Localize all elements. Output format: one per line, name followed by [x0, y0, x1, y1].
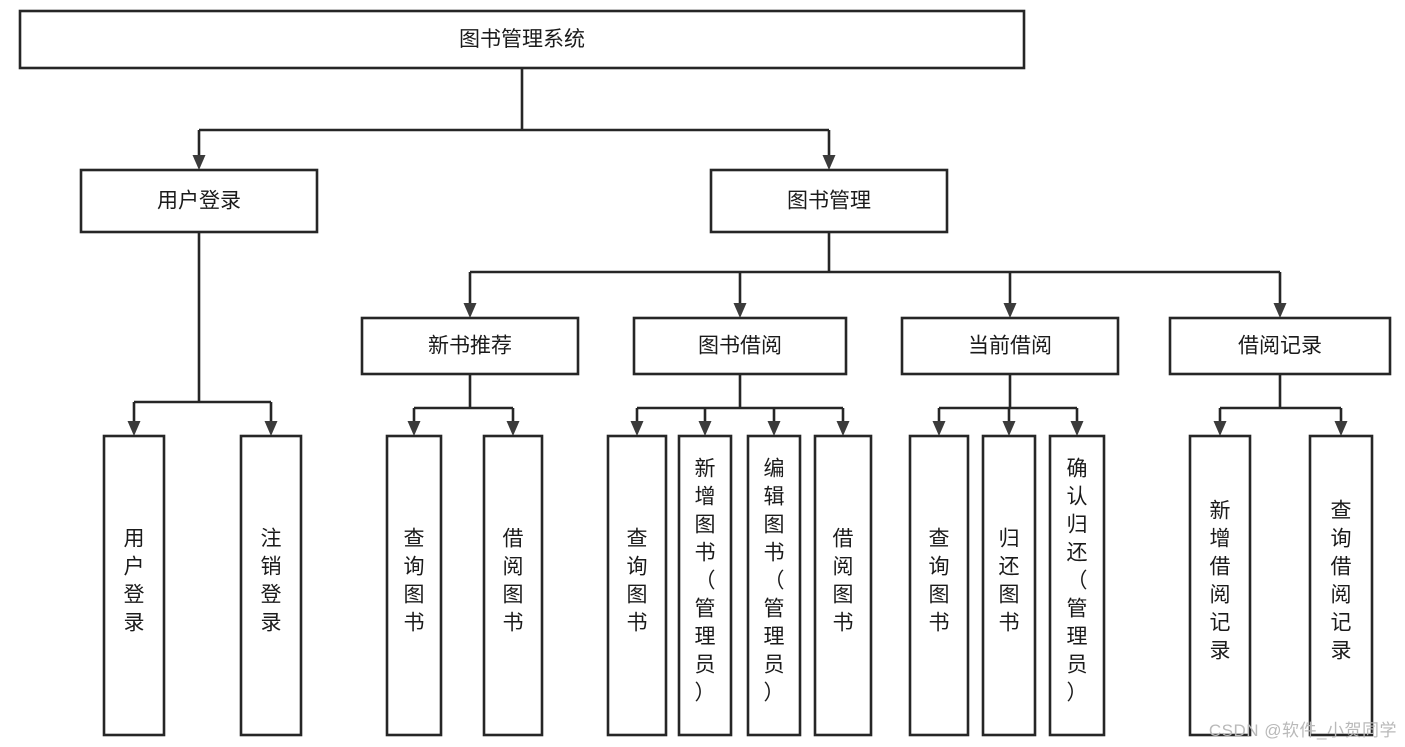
node-user-login-label: 用户登录: [157, 190, 241, 213]
node-root-label: 图书管理系统: [459, 28, 585, 51]
node-leaf-user-login-rect: [102, 434, 166, 737]
leaf-arrow-book-borrow-1-arrowhead: [698, 421, 712, 436]
node-leaf-edit-book-label: 编辑图书（管理员）: [764, 458, 785, 705]
leaf-arrow-current-borrow-0-arrowhead: [932, 421, 946, 436]
node-current-borrow-rect: [900, 316, 1120, 376]
leaf-arrow-user-login-0-arrowhead: [127, 421, 141, 436]
node-leaf-return-book-rect: [981, 434, 1037, 737]
node-leaf-add-record-rect: [1188, 434, 1252, 737]
node-leaf-borrow-book-2[interactable]: 借阅图书: [813, 434, 873, 737]
node-leaf-logout-login[interactable]: 注销登录: [239, 434, 303, 737]
leaf-arrow-book-borrow-2-arrowhead: [767, 421, 781, 436]
node-leaf-query-book-3-rect: [908, 434, 970, 737]
leaf-arrow-user-login-1-arrowhead: [264, 421, 278, 436]
node-leaf-logout-login-label: 注销登录: [261, 528, 282, 635]
node-current-borrow-label: 当前借阅: [968, 335, 1052, 358]
connector-layer: [127, 68, 1348, 436]
bm-to-l3-1-arrowhead: [733, 303, 747, 318]
node-leaf-query-book-2[interactable]: 查询图书: [606, 434, 668, 737]
leaf-arrow-new-book-recommend-0-arrowhead: [407, 421, 421, 436]
watermark-text: CSDN @软件_小贺同学: [1208, 721, 1397, 740]
node-new-book-recommend-label: 新书推荐: [428, 335, 512, 358]
node-leaf-edit-book[interactable]: 编辑图书（管理员）: [746, 434, 802, 737]
bm-to-l3-3-arrowhead: [1273, 303, 1287, 318]
bm-to-l3-0-arrowhead: [463, 303, 477, 318]
node-leaf-user-login-label: 用户登录: [124, 528, 145, 635]
leaf-arrow-borrow-record-0-arrowhead: [1213, 421, 1227, 436]
node-leaf-query-book-3-label: 查询图书: [929, 528, 950, 635]
node-book-management-rect: [709, 168, 949, 234]
leaf-arrow-current-borrow-2-arrowhead: [1070, 421, 1084, 436]
node-borrow-record-rect: [1168, 316, 1392, 376]
node-leaf-add-book-rect: [677, 434, 733, 737]
node-leaf-add-record-label: 新增借阅记录: [1210, 500, 1231, 663]
node-book-management-label: 图书管理: [787, 190, 871, 213]
leaf-arrow-book-borrow-3-arrowhead: [836, 421, 850, 436]
node-leaf-borrow-book-2-rect: [813, 434, 873, 737]
leaf-arrow-borrow-record-1-arrowhead: [1334, 421, 1348, 436]
node-new-book-recommend[interactable]: 新书推荐: [360, 316, 580, 376]
node-leaf-return-book-label: 归还图书: [999, 528, 1020, 635]
node-leaf-add-book-label: 新增图书（管理员）: [695, 458, 716, 705]
node-leaf-borrow-book-2-label: 借阅图书: [833, 528, 854, 635]
node-user-login[interactable]: 用户登录: [79, 168, 319, 234]
node-borrow-record-label: 借阅记录: [1238, 335, 1322, 358]
node-leaf-query-book-1-rect: [385, 434, 443, 737]
node-leaf-query-book-2-label: 查询图书: [627, 528, 648, 635]
node-leaf-user-login[interactable]: 用户登录: [102, 434, 166, 737]
node-new-book-recommend-rect: [360, 316, 580, 376]
node-book-borrow-label: 图书借阅: [698, 335, 782, 358]
node-leaf-edit-book-rect: [746, 434, 802, 737]
leaf-arrow-current-borrow-1-arrowhead: [1002, 421, 1016, 436]
node-leaf-query-record[interactable]: 查询借阅记录: [1308, 434, 1374, 737]
node-borrow-record[interactable]: 借阅记录: [1168, 316, 1392, 376]
root-to-l2-0-arrowhead: [192, 155, 206, 170]
node-leaf-add-book[interactable]: 新增图书（管理员）: [677, 434, 733, 737]
node-leaf-confirm-return-rect: [1048, 434, 1106, 737]
node-leaf-add-record[interactable]: 新增借阅记录: [1188, 434, 1252, 737]
node-book-borrow-rect: [632, 316, 848, 376]
leaf-arrow-new-book-recommend-1-arrowhead: [506, 421, 520, 436]
node-leaf-return-book[interactable]: 归还图书: [981, 434, 1037, 737]
node-book-management[interactable]: 图书管理: [709, 168, 949, 234]
node-leaf-confirm-return-label: 确认归还（管理员）: [1067, 458, 1088, 705]
leaf-arrow-book-borrow-0-arrowhead: [630, 421, 644, 436]
node-leaf-query-record-label: 查询借阅记录: [1331, 500, 1352, 663]
node-leaf-borrow-book-1[interactable]: 借阅图书: [482, 434, 544, 737]
node-current-borrow[interactable]: 当前借阅: [900, 316, 1120, 376]
node-leaf-query-book-1-label: 查询图书: [404, 528, 425, 635]
node-leaf-confirm-return[interactable]: 确认归还（管理员）: [1048, 434, 1106, 737]
root-to-l2-1-arrowhead: [822, 155, 836, 170]
node-leaf-query-book-3[interactable]: 查询图书: [908, 434, 970, 737]
node-user-login-rect: [79, 168, 319, 234]
node-leaf-borrow-book-1-rect: [482, 434, 544, 737]
node-root[interactable]: 图书管理系统: [18, 9, 1026, 70]
node-leaf-logout-login-rect: [239, 434, 303, 737]
bm-to-l3-2-arrowhead: [1003, 303, 1017, 318]
node-leaf-borrow-book-1-label: 借阅图书: [503, 528, 524, 635]
node-root-rect: [18, 9, 1026, 70]
node-leaf-query-record-rect: [1308, 434, 1374, 737]
node-book-borrow[interactable]: 图书借阅: [632, 316, 848, 376]
node-layer: 图书管理系统用户登录图书管理新书推荐图书借阅当前借阅借阅记录用户登录注销登录查询…: [18, 9, 1392, 737]
node-leaf-query-book-2-rect: [606, 434, 668, 737]
node-leaf-query-book-1[interactable]: 查询图书: [385, 434, 443, 737]
